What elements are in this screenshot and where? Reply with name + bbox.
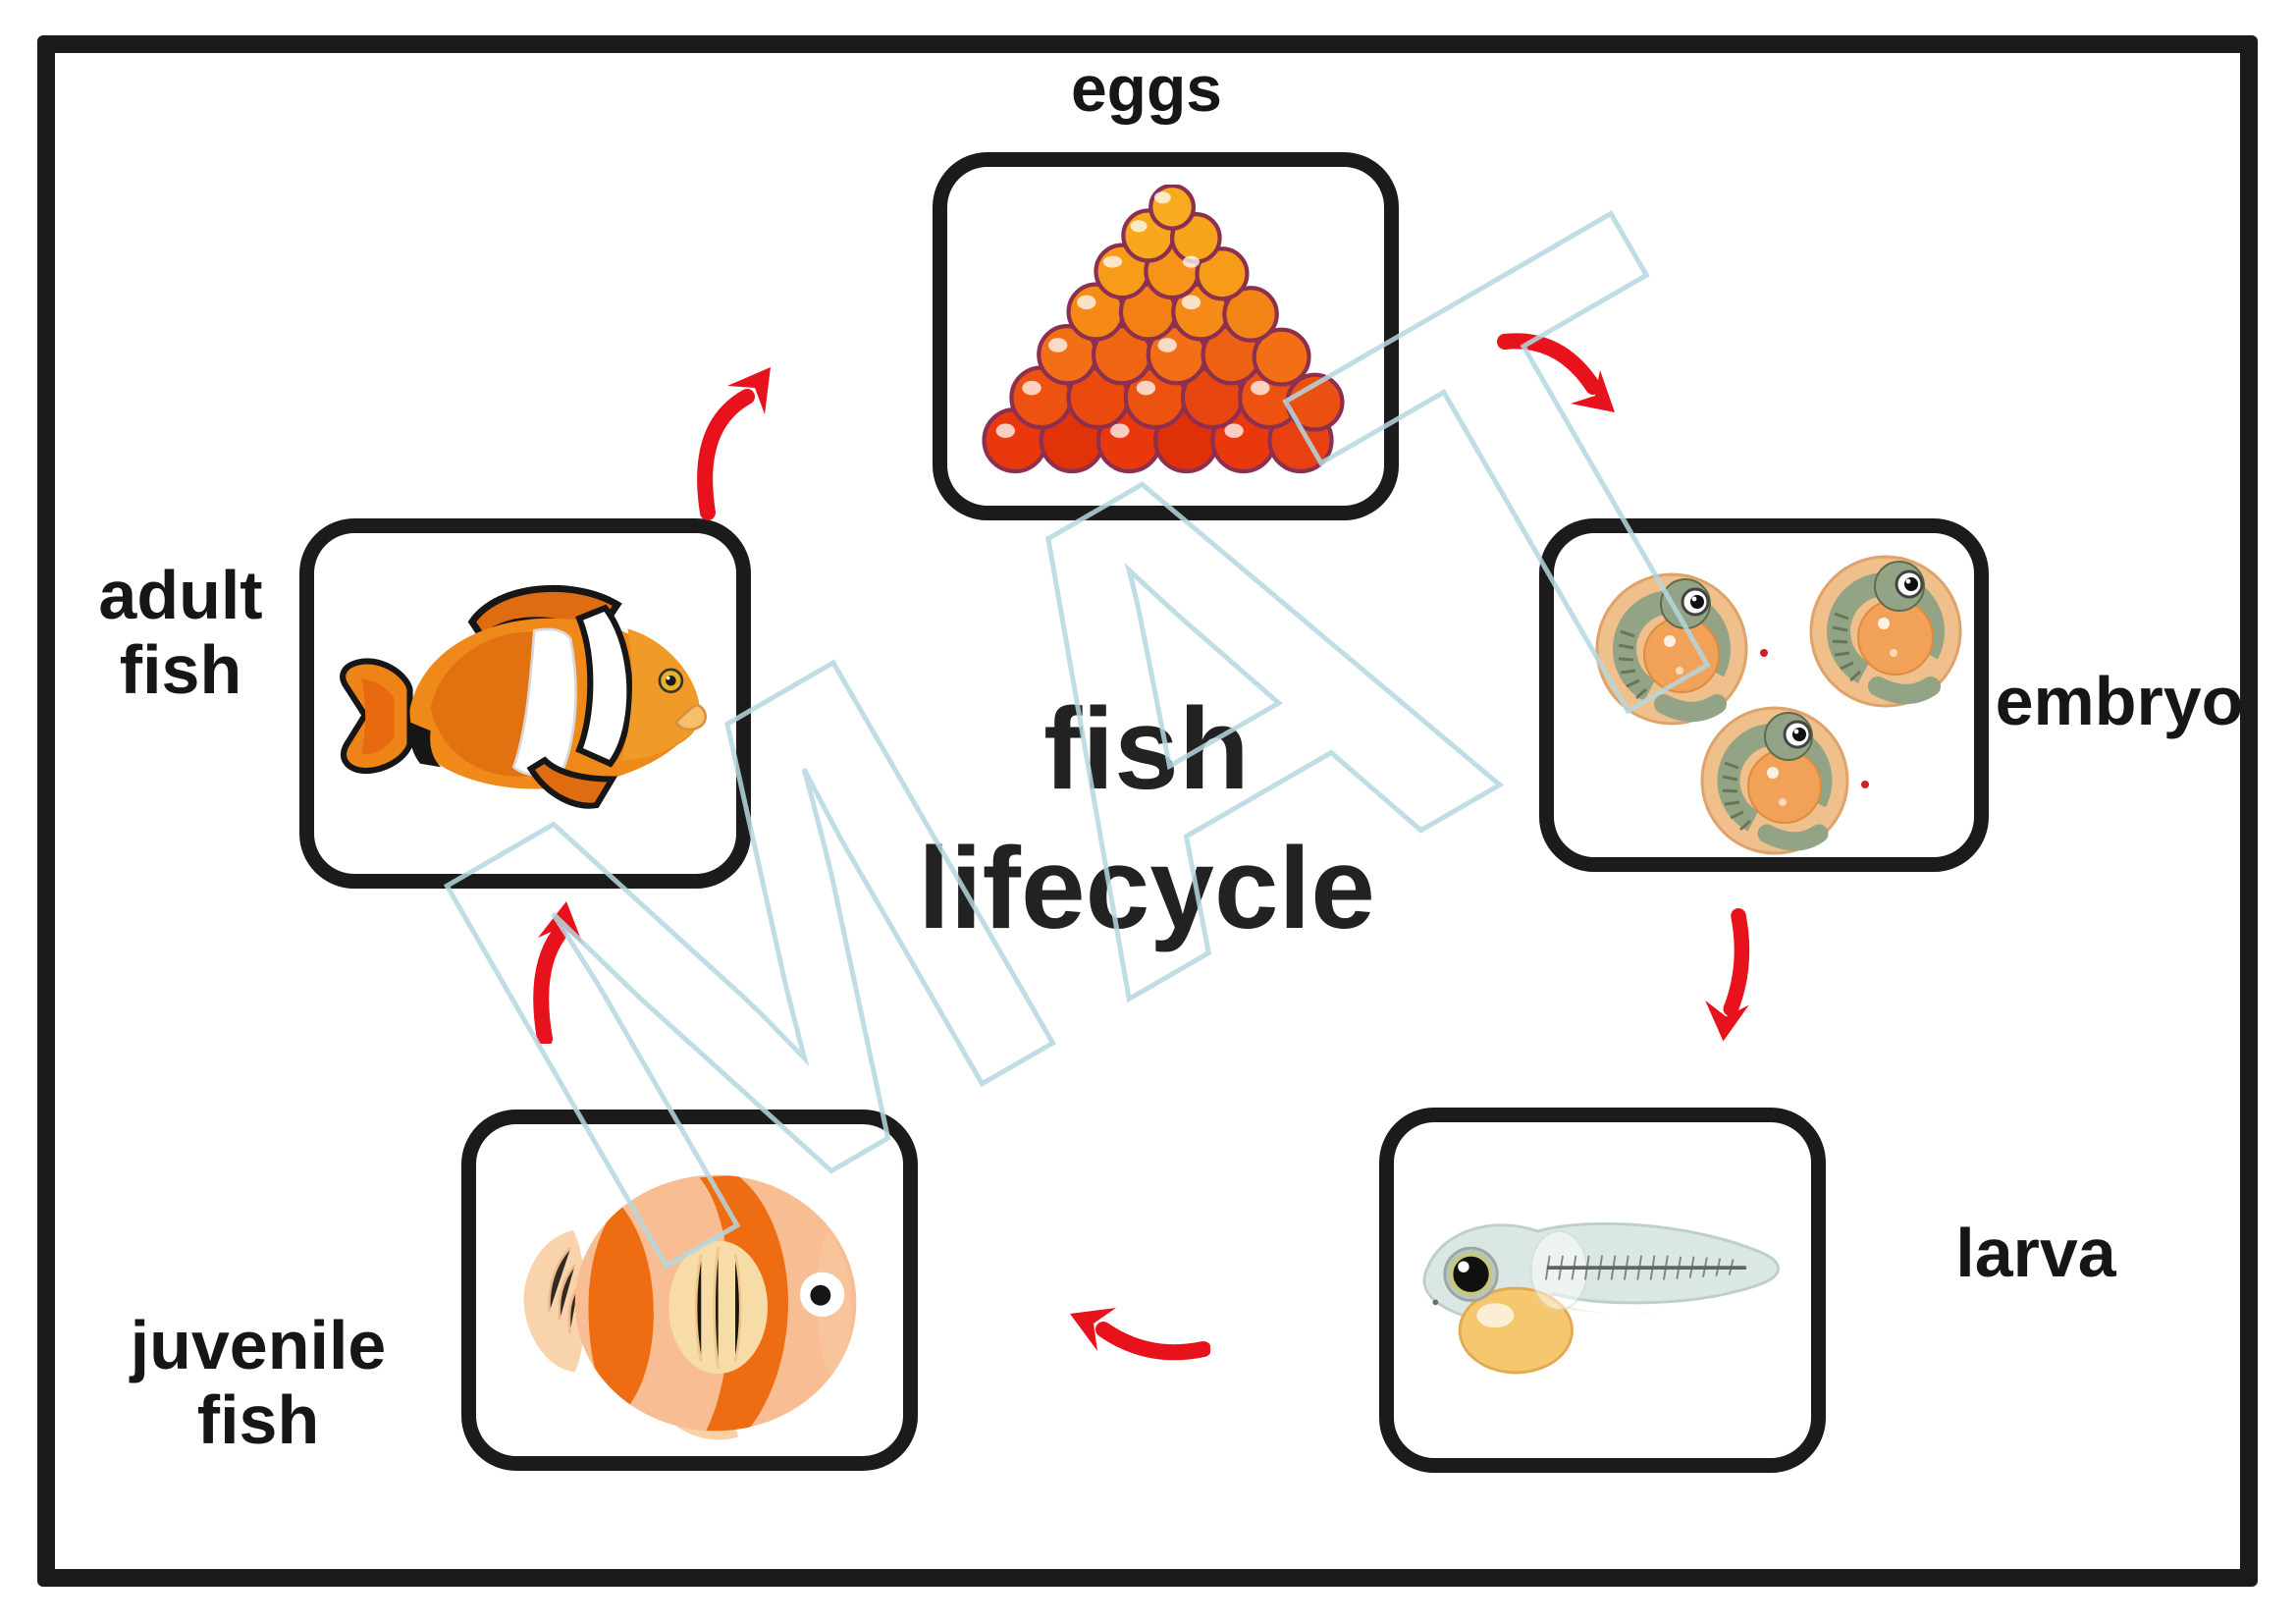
label-adult-line1: adult: [98, 557, 263, 633]
label-larva: larva: [1955, 1215, 2116, 1291]
arrow-eggs-to-embryo-icon: [1497, 333, 1615, 412]
label-eggs: eggs: [1070, 52, 1223, 125]
stage-card-juvenile-fish: [461, 1110, 918, 1471]
page-title: fish lifecycle: [754, 679, 1539, 958]
stage-card-adult-fish: [299, 518, 751, 889]
label-juvenile-line1: juvenile: [130, 1307, 387, 1383]
larva-illustration: [1422, 1221, 1780, 1375]
label-juvenile-line2: fish: [196, 1381, 320, 1458]
embryo-illustration: [1595, 555, 1962, 855]
arrow-juvenile-to-adult-icon: [533, 901, 583, 1044]
label-juvenile-fish: juvenile fish: [62, 1308, 454, 1457]
stage-card-embryo: [1539, 518, 1989, 872]
label-embryo: embryo: [1995, 663, 2244, 739]
arrow-larva-to-juvenile-icon: [1070, 1308, 1210, 1361]
stage-card-eggs: [933, 152, 1399, 520]
juvenile-fish-illustration: [523, 1174, 856, 1440]
stage-card-larva: [1379, 1108, 1826, 1473]
arrow-embryo-to-larva-icon: [1705, 908, 1750, 1042]
arrow-adult-to-eggs-icon: [697, 367, 771, 520]
eggs-illustration: [981, 184, 1345, 473]
label-adult-fish: adult fish: [0, 558, 377, 707]
adult-fish-illustration: [339, 584, 707, 809]
page-title-line2: lifecycle: [918, 824, 1375, 953]
page-title-line1: fish: [1043, 684, 1250, 814]
label-adult-line2: fish: [119, 631, 242, 708]
